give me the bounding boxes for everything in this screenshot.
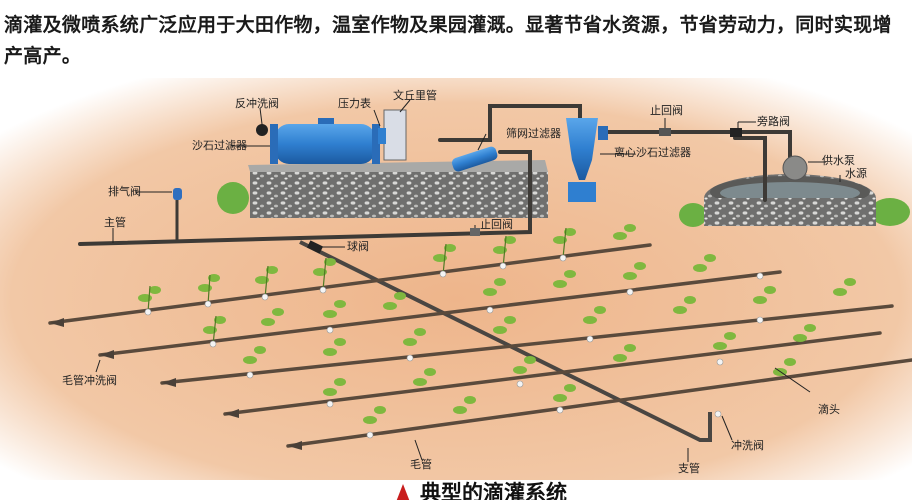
label-sub-main: 支管 bbox=[678, 462, 700, 475]
label-emitter: 滴头 bbox=[818, 403, 840, 416]
lateral-end-plugs bbox=[50, 318, 302, 450]
label-lateral: 毛管 bbox=[410, 458, 432, 471]
label-sand-filter: 沙石过滤器 bbox=[192, 139, 247, 152]
label-pressure-gauge: 压力表 bbox=[338, 97, 371, 110]
label-check-valve-main: 止回阀 bbox=[480, 218, 513, 231]
check-valve-top-icon bbox=[659, 128, 671, 136]
plants bbox=[138, 224, 856, 424]
label-water-source: 水源 bbox=[845, 167, 867, 180]
caption-text: 典型的滴灌系统 bbox=[420, 480, 567, 500]
label-venturi: 文丘里管 bbox=[393, 89, 437, 102]
label-centrifugal-filter: 离心沙石过滤器 bbox=[614, 146, 691, 159]
label-main-pipe: 主管 bbox=[104, 216, 126, 229]
intro-paragraph: 滴灌及微喷系统广泛应用于大田作物，温室作物及果园灌溉。显著节省水资源，节省劳动力… bbox=[4, 14, 892, 67]
label-screen-filter: 筛网过滤器 bbox=[506, 127, 561, 140]
sub-main-pipe bbox=[299, 240, 712, 442]
label-ball-valve: 球阀 bbox=[347, 240, 369, 253]
venturi-assembly bbox=[378, 109, 407, 161]
screen-filter bbox=[451, 146, 498, 172]
label-bypass-valve: 旁路阀 bbox=[757, 115, 790, 128]
bypass-valve-icon bbox=[730, 128, 742, 137]
upper-pipes bbox=[78, 104, 792, 246]
air-valve-icon bbox=[173, 188, 182, 200]
label-backwash-valve: 反冲洗阀 bbox=[235, 97, 279, 110]
bush-left bbox=[217, 182, 249, 214]
emitters bbox=[144, 254, 764, 439]
label-lateral-flush-valve: 毛管冲洗阀 bbox=[62, 374, 117, 387]
sand-filter-tank bbox=[256, 118, 380, 164]
equipment-platform bbox=[248, 160, 548, 218]
supply-pump bbox=[782, 155, 808, 181]
diagram-caption: 典型的滴灌系统 bbox=[396, 480, 567, 500]
water-source-well bbox=[704, 174, 876, 226]
check-valve-main-icon bbox=[470, 228, 480, 236]
leader-lines bbox=[95, 99, 841, 462]
drip-irrigation-diagram bbox=[0, 78, 912, 480]
ball-valve-icon bbox=[306, 240, 324, 254]
caption-marker-icon bbox=[396, 484, 410, 500]
label-check-valve-top: 止回阀 bbox=[650, 104, 683, 117]
label-supply-pump: 供水泵 bbox=[822, 154, 855, 167]
centrifugal-filter bbox=[566, 118, 608, 202]
label-flush-valve: 冲洗阀 bbox=[731, 439, 764, 452]
label-air-valve: 排气阀 bbox=[108, 185, 141, 198]
